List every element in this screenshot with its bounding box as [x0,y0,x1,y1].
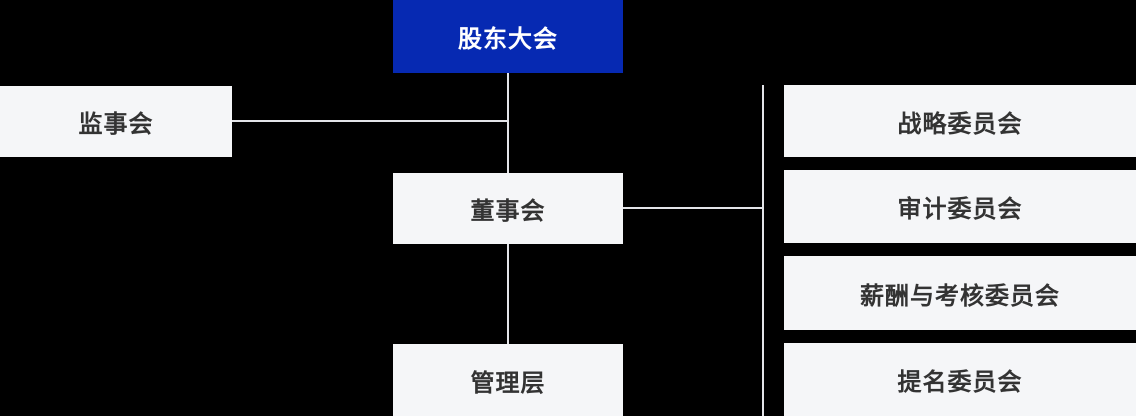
node-audit-committee: 审计委员会 [784,170,1136,243]
node-supervisory-board: 监事会 [0,86,232,157]
node-management: 管理层 [393,344,623,416]
node-remuneration-appraisal-committee: 薪酬与考核委员会 [784,256,1136,330]
node-label: 提名委员会 [897,369,1023,396]
node-label: 管理层 [470,369,546,397]
connector-supervisory-to-trunk [232,120,509,122]
node-label: 审计委员会 [897,196,1023,223]
node-shareholders-meeting: 股东大会 [393,0,623,73]
node-label: 监事会 [78,111,154,138]
connector-board-to-management [507,244,509,344]
node-label: 股东大会 [458,26,558,53]
node-label: 薪酬与考核委员会 [860,282,1060,310]
node-label: 战略委员会 [897,110,1023,138]
node-label: 董事会 [470,198,546,225]
node-board-of-directors: 董事会 [393,173,623,244]
connector-board-to-committee-spine [623,207,764,209]
node-strategy-committee: 战略委员会 [784,85,1136,157]
connector-shareholders-to-board [507,73,509,173]
node-nomination-committee: 提名委员会 [784,343,1136,416]
connector-committee-spine [762,85,764,416]
